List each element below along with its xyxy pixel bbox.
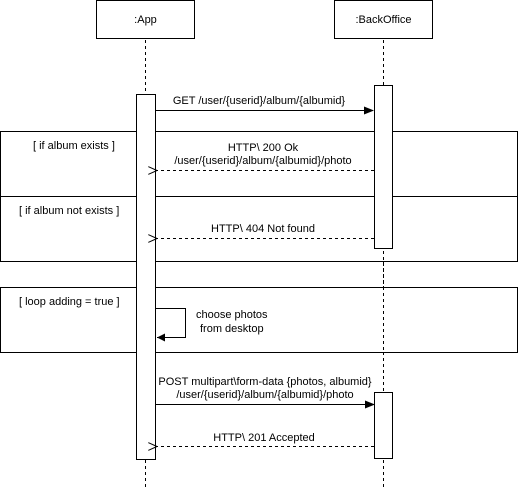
fragment-if-album-not-exists: [ if album not exists ] xyxy=(0,196,518,262)
message-label-line1: HTTP\ 200 Ok xyxy=(228,142,299,154)
message-get-album: GET /user/{userid}/album/{albumid} xyxy=(156,95,374,115)
backoffice-activation-bar-2 xyxy=(374,392,393,459)
message-label-line1: choose photos xyxy=(196,309,268,321)
participant-app: :App xyxy=(96,0,195,39)
message-http-404: HTTP\ 404 Not found xyxy=(157,223,374,239)
message-label-line2: /user/{userid}/album/{albumid}/photo xyxy=(176,389,353,401)
backoffice-activation-bar-1 xyxy=(374,85,393,249)
fragment-if-album-exists: [ if album exists ] xyxy=(0,131,518,197)
message-label-line2: /user/{userid}/album/{albumid}/photo xyxy=(174,155,351,167)
participant-label: :App xyxy=(134,14,157,26)
fragment-guard: [ if album not exists ] xyxy=(19,205,119,217)
fragment-guard: [ if album exists ] xyxy=(33,140,115,152)
self-call-arrow xyxy=(156,308,186,338)
self-call-arrowhead xyxy=(157,333,165,342)
participant-backoffice: :BackOffice xyxy=(334,0,433,39)
message-label: HTTP\ 404 Not found xyxy=(211,223,315,235)
message-http-200: HTTP\ 200 Ok /user/{userid}/album/{album… xyxy=(157,142,374,171)
app-activation-bar xyxy=(136,94,156,460)
fragment-guard: [ loop adding = true ] xyxy=(19,296,120,308)
participant-label: :BackOffice xyxy=(355,14,411,26)
message-label-line2: from desktop xyxy=(200,323,264,335)
message-label: GET /user/{userid}/album/{albumid} xyxy=(173,95,346,107)
message-label-line1: POST multipart\form-data {photos, albumi… xyxy=(158,376,372,388)
message-post-photos: POST multipart\form-data {photos, albumi… xyxy=(156,376,375,409)
message-label: HTTP\ 201 Accepted xyxy=(213,432,315,444)
message-http-201: HTTP\ 201 Accepted xyxy=(157,432,374,447)
message-choose-photos: choose photos from desktop xyxy=(156,308,268,342)
